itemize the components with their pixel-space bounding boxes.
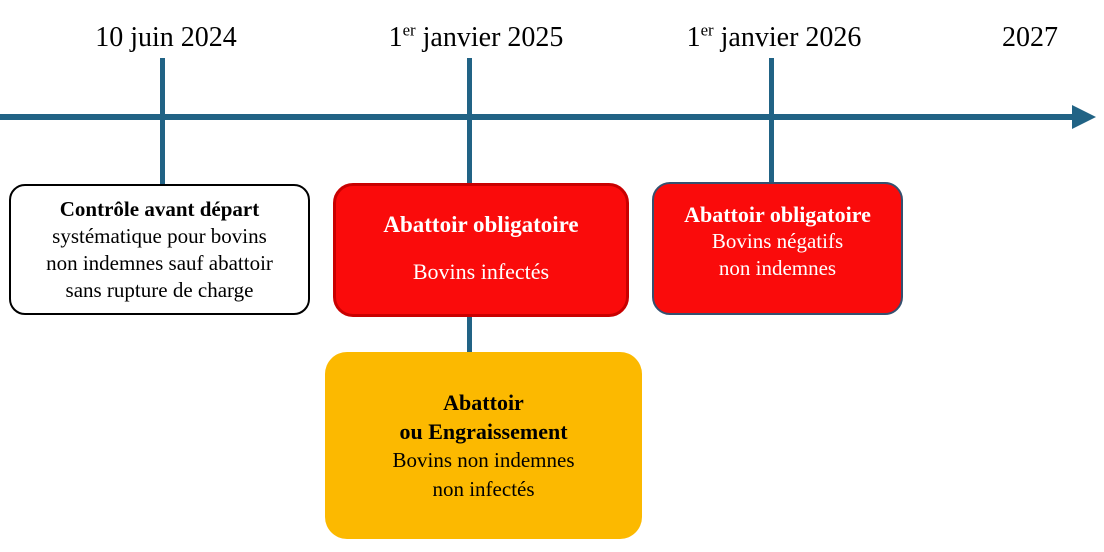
box-abattoir-negatifs-line2: non indemnes — [718, 256, 837, 280]
box-abattoir-negatifs-line1: Bovins négatifs — [711, 229, 844, 253]
tick-10-juin-2024 — [160, 58, 165, 185]
box-engraissement-line1: Bovins non indemnes — [392, 448, 575, 472]
box-controle-line1: systématique pour bovins — [52, 224, 267, 248]
date-label-1er-janvier-2026: 1er janvier 2026 — [686, 20, 862, 53]
tick-1er-janvier-2026 — [769, 58, 774, 187]
box-engraissement-line2: non infectés — [432, 477, 535, 501]
box-abattoir-infectes-title: Abattoir obligatoire — [383, 212, 579, 237]
box-abattoir-infectes-line1: Bovins infectés — [412, 259, 550, 284]
box-controle-line2: non indemnes sauf abattoir — [46, 251, 273, 275]
box-abattoir-ou-engraissement: Abattoir ou Engraissement Bovins non ind… — [325, 352, 642, 539]
box-abattoir-obligatoire-infectes: Abattoir obligatoire Bovins infectés — [333, 183, 629, 317]
date-label-2027: 2027 — [1002, 22, 1058, 53]
timeline-arrowhead-icon — [1072, 105, 1096, 129]
box-abattoir-negatifs-title: Abattoir obligatoire — [684, 202, 871, 227]
box-engraissement-title2: ou Engraissement — [399, 419, 568, 444]
date-label-1er-janvier-2025: 1er janvier 2025 — [388, 20, 564, 53]
box-controle-title: Contrôle avant départ — [59, 197, 260, 221]
box-abattoir-obligatoire-negatifs: Abattoir obligatoire Bovins négatifs non… — [652, 182, 903, 315]
box-controle-avant-depart: Contrôle avant départ systématique pour … — [9, 184, 310, 315]
box-engraissement-title1: Abattoir — [443, 390, 524, 415]
date-label-10-juin-2024: 10 juin 2024 — [95, 22, 237, 53]
box-controle-line3: sans rupture de charge — [65, 278, 254, 302]
timeline-axis — [0, 114, 1076, 120]
